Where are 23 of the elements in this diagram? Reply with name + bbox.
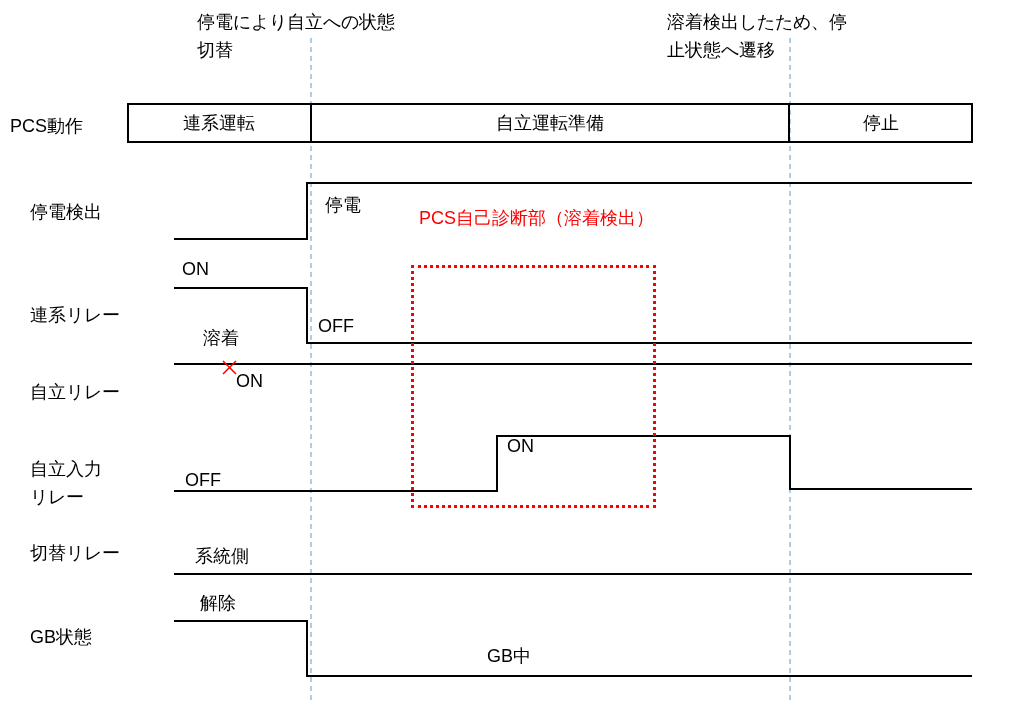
state-label: 溶着 — [203, 327, 239, 350]
row-label: 自立入力リレー — [30, 458, 103, 509]
state-label: ON — [236, 370, 263, 393]
state-cell: 停止 — [788, 104, 972, 142]
state-label: 解除 — [200, 592, 236, 615]
state-label: OFF — [185, 469, 221, 492]
row-label: PCS動作 — [10, 115, 83, 138]
state-label: ON — [182, 258, 209, 281]
region-heading: PCS自己診断部（溶着検出） — [418, 207, 655, 230]
state-cell: 自立運転準備 — [310, 104, 788, 142]
state-label: GB中 — [487, 645, 531, 668]
state-label: OFF — [318, 315, 354, 338]
state-label: ON — [507, 435, 534, 458]
annotation-text: 停電により自立への状態切替 — [197, 11, 396, 62]
row-label: 自立リレー — [30, 381, 120, 404]
annotation-text: 溶着検出したため、停止状態へ遷移 — [667, 11, 848, 62]
row-label: 連系リレー — [30, 304, 120, 327]
state-label: 停電 — [325, 194, 361, 217]
state-label: 系統側 — [195, 545, 249, 568]
row-label: 切替リレー — [30, 542, 120, 565]
row-label: 停電検出 — [30, 201, 102, 224]
state-cell: 連系運転 — [128, 104, 310, 142]
row-label: GB状態 — [30, 626, 92, 649]
